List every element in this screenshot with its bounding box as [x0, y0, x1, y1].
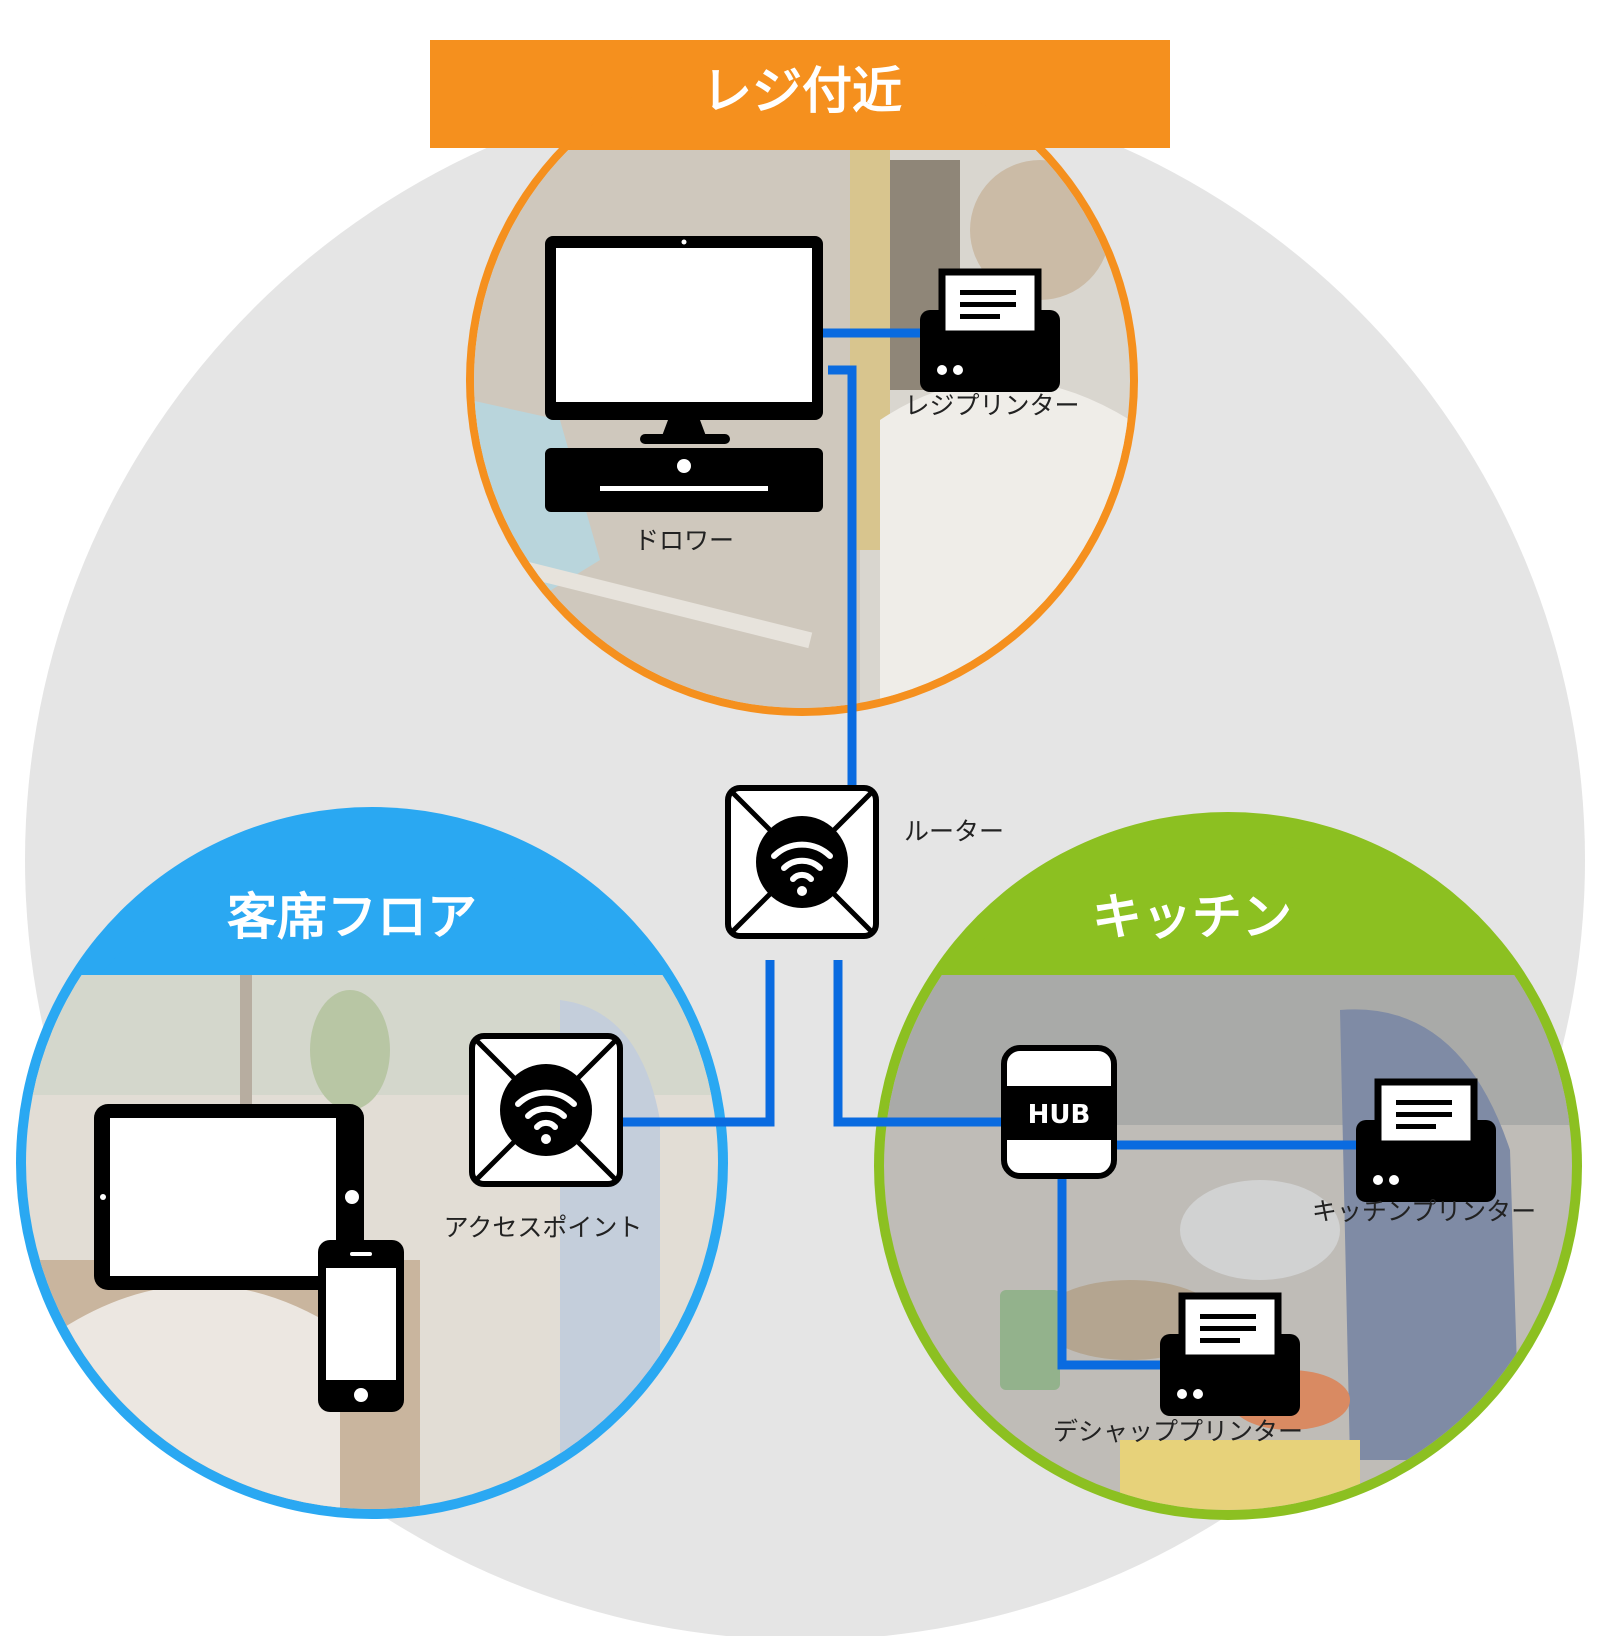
floor-zone-title-front: 客席フロア — [227, 888, 477, 946]
receipt-printer-icon — [1160, 1296, 1300, 1416]
register-zone-title-front: レジ付近 — [702, 62, 902, 120]
wifi-router-icon — [728, 788, 876, 936]
cable-router-to-access-point — [622, 960, 775, 1127]
network-hub-icon: HUB — [1001, 1045, 1117, 1179]
kitchen-zone-title-front: キッチン — [1092, 888, 1292, 946]
cable-hub-to-deshap-printer — [1057, 1176, 1160, 1370]
access-point-label: アクセスポイント — [444, 1213, 643, 1242]
kitchen-printer-label: キッチンプリンター — [1312, 1197, 1536, 1226]
smartphone-icon — [318, 1240, 404, 1412]
hub-label: HUB — [1028, 1100, 1091, 1130]
cable-pos-to-router — [828, 365, 857, 788]
wifi-access-point-icon — [472, 1036, 620, 1184]
receipt-printer-icon — [1356, 1082, 1496, 1202]
drawer-label: ドロワー — [634, 526, 734, 555]
router-label: ルーター — [904, 817, 1004, 846]
desktop-monitor-icon — [545, 236, 823, 444]
deshap-printer-label: デシャッププリンター — [1053, 1417, 1303, 1446]
register-printer-label: レジプリンター — [904, 391, 1079, 420]
tablet-icon — [94, 1104, 364, 1290]
cash-drawer-icon — [545, 448, 823, 512]
zone-bands — [100, 51, 1505, 975]
cable-router-to-hub — [833, 960, 1004, 1127]
network-cables — [622, 328, 1356, 1370]
receipt-printer-icon — [920, 272, 1060, 392]
